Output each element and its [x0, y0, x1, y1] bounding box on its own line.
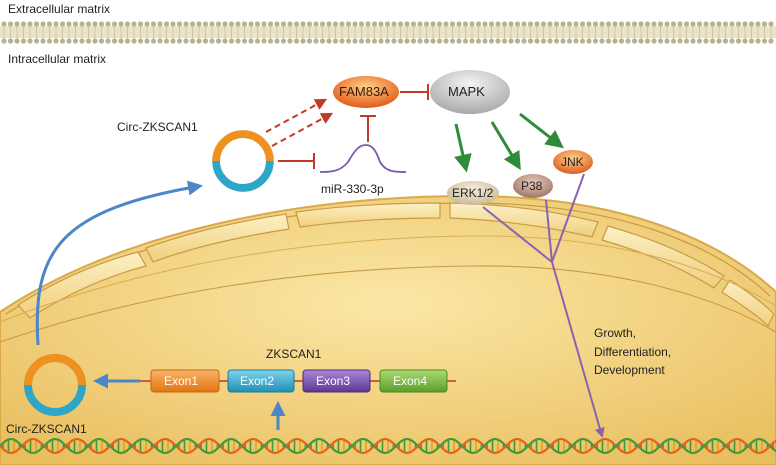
inhibition-mirna-fam83a: [360, 115, 376, 142]
mirna-hairpin: [319, 144, 407, 173]
dna-helix: [0, 437, 776, 455]
mapk-label: MAPK: [448, 84, 485, 99]
mirna-label: miR-330-3p: [321, 182, 384, 196]
cell-body: [0, 194, 776, 465]
exon1-label: Exon1: [164, 374, 199, 388]
signal-convergence: [482, 173, 605, 438]
circ-zkscan1-bottom-circle: [24, 354, 86, 416]
circ-zkscan1-top-circle: [211, 129, 275, 193]
circ-zkscan1-top-label: Circ-ZKSCAN1: [117, 120, 198, 134]
exon3-box: [302, 369, 371, 393]
erk-label: ERK1/2: [452, 186, 494, 200]
jnk-label: JNK: [561, 155, 584, 169]
exon2-box: [227, 369, 295, 393]
mapk-node: [430, 70, 510, 114]
mapk-to-erk-arrow: [454, 123, 472, 173]
exon4-label: Exon4: [393, 374, 428, 388]
export-arrow: [35, 180, 203, 346]
cell-membrane: [0, 21, 776, 44]
exon1-box: [150, 369, 220, 393]
extracellular-label: Extracellular matrix: [8, 2, 111, 16]
mapk-to-jnk-arrow: [519, 112, 564, 149]
fam83a-node: [333, 76, 399, 108]
promotion-circ-fam83a: [265, 98, 334, 147]
outcome-development: Development: [594, 363, 665, 378]
outcome-text: Growth, Differentiation, Development: [594, 324, 671, 380]
mapk-to-p38-arrow: [490, 121, 521, 171]
inhibition-circ-mirna: [278, 153, 315, 169]
inhibition-fam83a-mapk: [400, 84, 429, 100]
erk-node: [447, 181, 499, 205]
fam83a-label: FAM83A: [339, 84, 389, 99]
p38-node: [513, 174, 553, 198]
outcome-growth: Growth,: [594, 326, 637, 340]
circ-zkscan1-bottom-label: Circ-ZKSCAN1: [6, 422, 87, 436]
exon4-box: [379, 369, 448, 393]
p38-label: P38: [521, 179, 543, 193]
gene-label: ZKSCAN1: [266, 347, 322, 361]
exon3-label: Exon3: [316, 374, 351, 388]
outcome-differentiation: Differentiation,: [594, 344, 672, 359]
exon2-label: Exon2: [240, 374, 275, 388]
jnk-node: [553, 150, 593, 174]
intracellular-label: Intracellular matrix: [8, 52, 107, 66]
